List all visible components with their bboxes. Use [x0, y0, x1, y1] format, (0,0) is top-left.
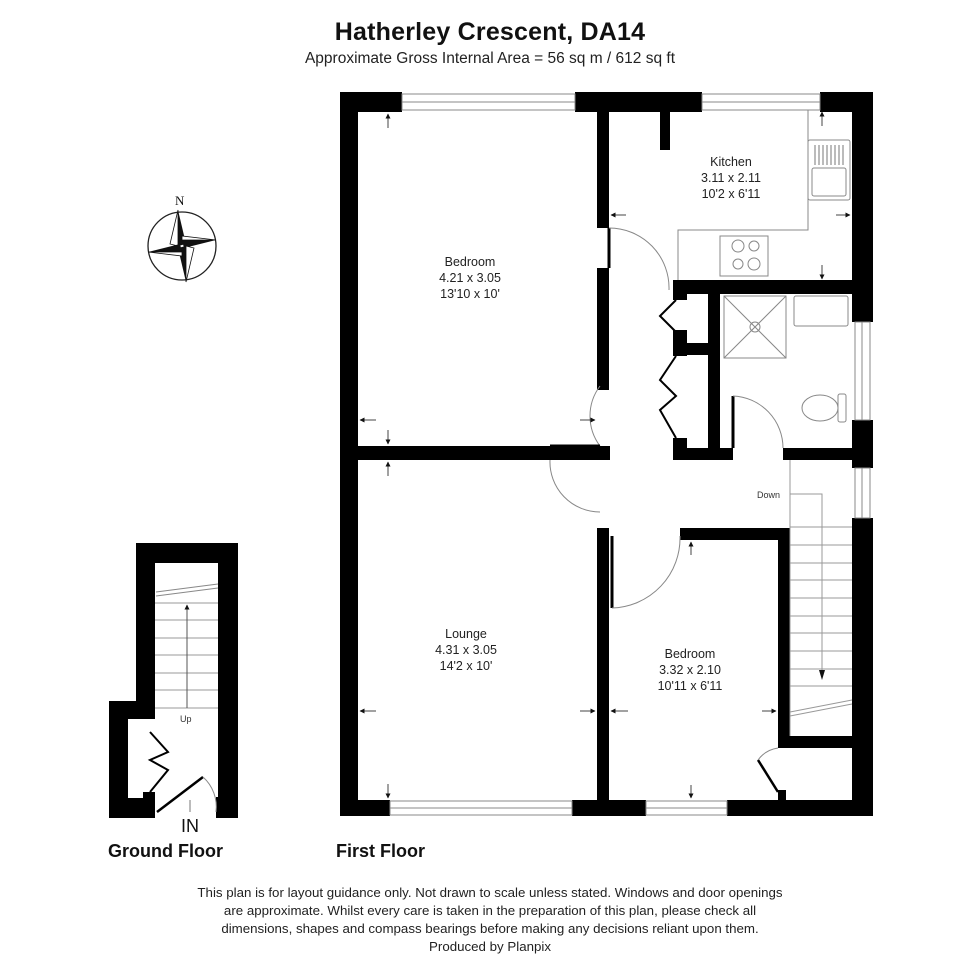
disclaimer-line: This plan is for layout guidance only. N…	[197, 885, 783, 900]
room-imperial-size: 13'10 x 10'	[440, 287, 500, 301]
room-name: Kitchen	[710, 155, 752, 169]
room-lounge: Lounge 4.31 x 3.05 14'2 x 10'	[435, 627, 497, 673]
producer-credit: Produced by Planpix	[429, 939, 551, 954]
disclaimer-text: This plan is for layout guidance only. N…	[0, 884, 980, 956]
first-floor-label: First Floor	[336, 841, 425, 861]
room-imperial-size: 14'2 x 10'	[440, 659, 493, 673]
room-name: Bedroom	[665, 647, 716, 661]
stairs-up-label: Up	[180, 714, 192, 724]
ground-floor-label: Ground Floor	[108, 841, 223, 861]
gross-internal-area: Approximate Gross Internal Area = 56 sq …	[304, 50, 676, 67]
disclaimer-line: dimensions, shapes and compass bearings …	[221, 921, 759, 936]
room-kitchen: Kitchen 3.11 x 2.11 10'2 x 6'11	[701, 155, 761, 201]
room-bedroom-2: Bedroom 3.32 x 2.10 10'11 x 6'11	[658, 647, 723, 693]
north-compass-rose-icon: N	[147, 193, 217, 283]
stairs-down-label: Down	[757, 490, 780, 500]
room-imperial-size: 10'11 x 6'11	[658, 679, 723, 693]
room-metric-size: 4.21 x 3.05	[439, 271, 501, 285]
room-imperial-size: 10'2 x 6'11	[702, 187, 761, 201]
disclaimer-line: are approximate. Whilst every care is ta…	[223, 903, 757, 918]
compass-north-label: N	[175, 193, 185, 208]
room-name: Bedroom	[445, 255, 496, 269]
room-bedroom-1: Bedroom 4.21 x 3.05 13'10 x 10'	[439, 255, 501, 301]
room-metric-size: 4.31 x 3.05	[435, 643, 497, 657]
room-metric-size: 3.32 x 2.10	[659, 663, 721, 677]
ground-floor-plan: Up	[109, 543, 238, 818]
room-metric-size: 3.11 x 2.11	[701, 171, 761, 185]
entrance-label: IN	[181, 816, 199, 836]
plan-title: Hatherley Crescent, DA14	[334, 18, 646, 46]
room-name: Lounge	[445, 627, 487, 641]
first-floor-plan: Down Bedroom 4.21 x 3.05 13'10 x 10'	[340, 92, 873, 816]
